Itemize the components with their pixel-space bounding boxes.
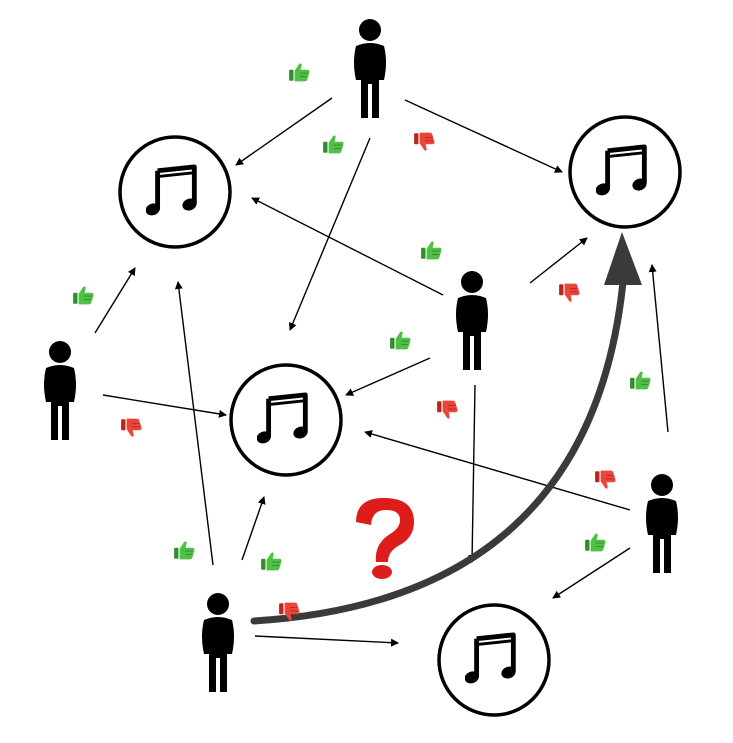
user-right [646, 474, 678, 573]
thumbs-up-icon [322, 134, 344, 154]
song-bottom-right [437, 603, 551, 717]
edge-user-bottom-left-to-song-top-left [174, 281, 214, 566]
edge-user-center-right-to-song-top-left [251, 197, 444, 296]
edge-user-top-to-song-top-right [404, 99, 563, 173]
thumbs-down-icon [594, 470, 616, 490]
thumbs-down-icon [120, 418, 142, 438]
thumbs-up-icon [584, 532, 606, 552]
question-mark-icon [356, 498, 414, 579]
thumbs-up-icon [629, 370, 651, 390]
thumbs-up-icon [288, 62, 310, 82]
user-left [44, 341, 76, 440]
song-top-left [118, 135, 232, 249]
edge-user-right-to-song-center [364, 430, 631, 511]
prediction-arrow [250, 232, 642, 625]
thumbs-up-icon [260, 551, 282, 571]
edge-user-top-to-song-center [289, 137, 371, 331]
edge-user-left-to-song-center [102, 394, 227, 418]
thumbs-up-icon [389, 330, 411, 350]
song-top-right [568, 115, 682, 229]
edge-user-top-to-song-top-left [235, 97, 333, 166]
thumbs-up-icon [72, 285, 94, 305]
user-center-right [456, 271, 488, 370]
edge-user-bottom-left-to-song-bottom-right [254, 635, 399, 647]
edge-user-center-right-to-song-top-right [529, 237, 588, 284]
thumbs-down-icon [436, 400, 458, 420]
edge-user-right-to-song-bottom-right [552, 547, 631, 599]
thumbs-down-icon [558, 283, 580, 303]
user-bottom-left [202, 593, 234, 692]
thumbs-up-icon [420, 240, 442, 260]
song-center [229, 363, 343, 477]
thumbs-up-icon [173, 540, 195, 560]
thumbs-down-icon [413, 132, 435, 152]
edge-user-center-right-to-song-center [345, 357, 431, 396]
edge-user-center-right-to-song-bottom-right [468, 384, 477, 563]
user-top [354, 19, 386, 118]
rating-edges [94, 97, 669, 647]
edge-user-right-to-song-top-right [648, 264, 669, 433]
edge-user-bottom-left-to-song-center [241, 496, 266, 561]
edge-user-left-to-song-top-left [94, 267, 136, 334]
